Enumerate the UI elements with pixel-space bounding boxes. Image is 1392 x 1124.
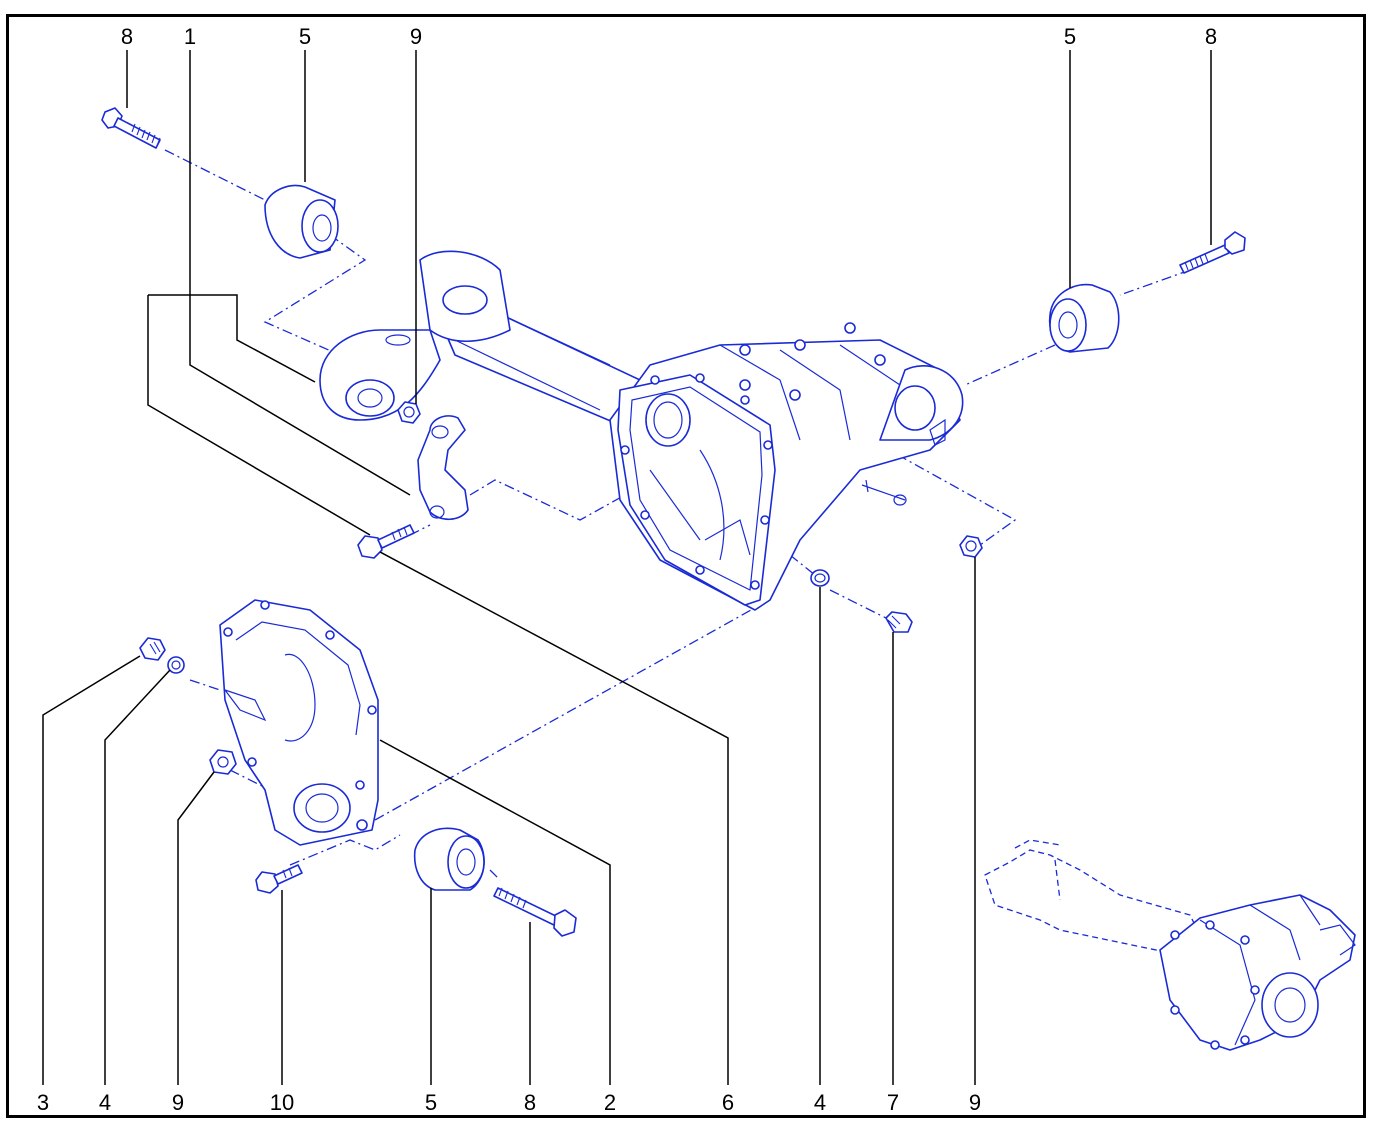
- callout-label: 9: [410, 24, 422, 49]
- bushing-top-right: [1048, 283, 1120, 353]
- bushing-bottom: [413, 827, 485, 891]
- short-bolt-6: [357, 524, 415, 559]
- washer-right: [810, 569, 830, 587]
- callout-label: 8: [1205, 24, 1217, 49]
- location-inset: [984, 839, 1356, 1051]
- callout-label: 8: [121, 24, 133, 49]
- plug-7: [885, 611, 913, 633]
- differential-carrier: [319, 250, 964, 611]
- callout-label: 6: [722, 1090, 734, 1115]
- callout-label: 10: [270, 1090, 294, 1115]
- leader-lines: [42, 50, 1212, 1085]
- callouts-top: 8 1 5 9 5 8: [121, 24, 1217, 49]
- callout-label: 7: [887, 1090, 899, 1115]
- long-bolt-top-right: [1179, 231, 1246, 274]
- nut-upper: [397, 401, 421, 424]
- plug-3: [139, 637, 166, 661]
- long-bolt-top-left: [101, 107, 161, 149]
- callout-label: 5: [1064, 24, 1076, 49]
- callout-label: 5: [299, 24, 311, 49]
- assembly-centerlines: [164, 149, 1191, 881]
- callout-label: 5: [425, 1090, 437, 1115]
- callout-label: 3: [37, 1090, 49, 1115]
- long-bolt-bottom: [493, 887, 577, 937]
- callout-label: 4: [99, 1090, 111, 1115]
- mount-bracket: [417, 415, 469, 521]
- callout-label: 8: [524, 1090, 536, 1115]
- callout-label: 4: [814, 1090, 826, 1115]
- rear-cover: [219, 599, 379, 846]
- callout-label: 9: [969, 1090, 981, 1115]
- callouts-bottom: 3 4 9 10 5 8 2 6 4 7 9: [37, 1090, 981, 1115]
- callout-label: 2: [604, 1090, 616, 1115]
- bushing-top-left: [264, 184, 339, 259]
- nut-right: [959, 535, 983, 558]
- callout-label: 9: [172, 1090, 184, 1115]
- short-bolt-10: [255, 864, 303, 894]
- callout-label: 1: [184, 24, 196, 49]
- washer-left: [167, 656, 185, 674]
